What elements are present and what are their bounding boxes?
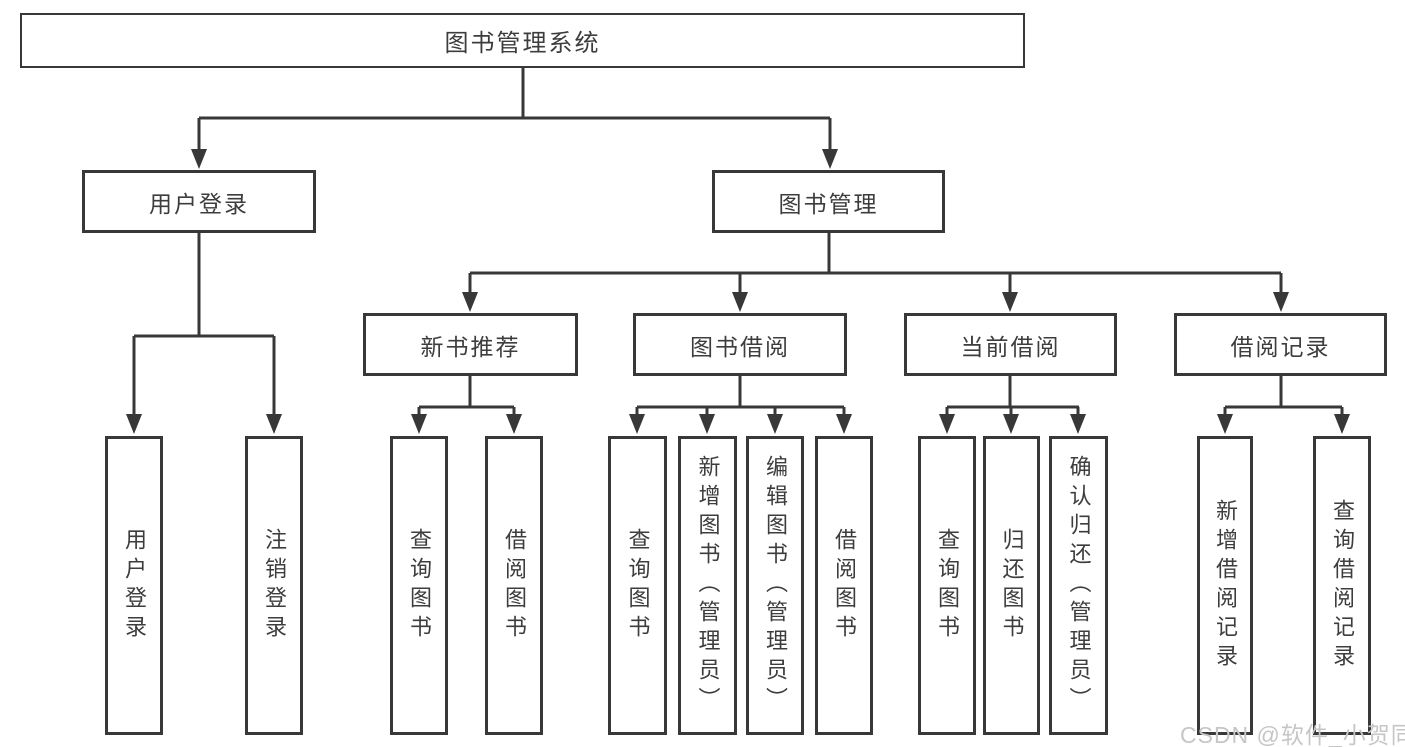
node-label: 归还图书 (999, 527, 1025, 644)
node-label: 借阅图书 (502, 527, 527, 644)
leaf-borrow-books-borrow: 借阅图书 (815, 436, 873, 735)
leaf-query-books-current: 查询图书 (918, 436, 976, 735)
node-label: 确认归还（管理员） (1066, 455, 1092, 716)
node-label: 查询借阅记录 (1330, 498, 1355, 673)
node-label: 新增图书（管理员） (695, 455, 721, 716)
node-label: 图书管理系统 (444, 30, 601, 57)
node-label: 注销登录 (262, 527, 287, 644)
leaf-add-borrow-record: 新增借阅记录 (1197, 436, 1253, 735)
node-label: 查询图书 (935, 527, 960, 644)
node-label: 图书借阅 (690, 333, 790, 360)
leaf-query-books-borrow: 查询图书 (608, 436, 667, 735)
node-label: 查询图书 (625, 527, 651, 644)
node-label: 编辑图书（管理员） (763, 455, 788, 716)
node-library-system: 图书管理系统 (20, 13, 1025, 68)
node-label: 用户登录 (149, 190, 249, 217)
node-label: 图书管理 (778, 190, 879, 217)
leaf-logout: 注销登录 (245, 436, 303, 735)
node-borrowing-records: 借阅记录 (1174, 313, 1387, 376)
node-label: 查询图书 (407, 527, 432, 644)
leaf-return-books: 归还图书 (983, 436, 1040, 735)
node-label: 当前借阅 (960, 333, 1061, 360)
node-new-book-recommendation: 新书推荐 (363, 313, 578, 376)
node-book-management: 图书管理 (712, 170, 945, 233)
node-label: 用户登录 (122, 527, 147, 644)
node-book-borrowing: 图书借阅 (633, 313, 847, 376)
leaf-user-login: 用户登录 (105, 436, 163, 735)
leaf-borrow-books-recommend: 借阅图书 (485, 436, 543, 735)
node-label: 借阅记录 (1230, 333, 1331, 360)
node-label: 新书推荐 (420, 333, 521, 360)
csdn-watermark: CSDN @软件_小贺同学 (1180, 722, 1405, 747)
node-label: 新增借阅记录 (1213, 498, 1238, 673)
leaf-query-books-recommend: 查询图书 (390, 436, 448, 735)
leaf-confirm-return-admin: 确认归还（管理员） (1049, 436, 1108, 735)
leaf-query-borrow-record: 查询借阅记录 (1313, 436, 1371, 735)
node-user-login: 用户登录 (82, 170, 316, 233)
node-label: 借阅图书 (832, 527, 857, 644)
leaf-edit-book-admin: 编辑图书（管理员） (746, 436, 804, 735)
node-current-borrowing: 当前借阅 (904, 313, 1117, 376)
leaf-add-book-admin: 新增图书（管理员） (678, 436, 737, 735)
